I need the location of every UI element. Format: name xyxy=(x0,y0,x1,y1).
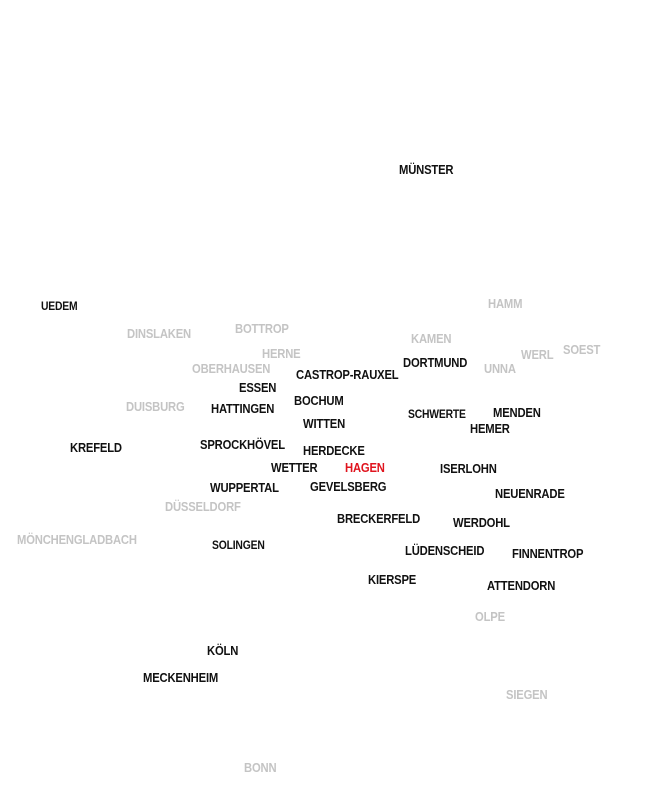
city-label-essen[interactable]: ESSEN xyxy=(239,381,277,395)
city-label-dortmund[interactable]: DORTMUND xyxy=(403,356,468,370)
city-label-castrop-rauxel[interactable]: CASTROP-RAUXEL xyxy=(296,368,399,382)
city-label-meckenheim[interactable]: MECKENHEIM xyxy=(143,671,219,685)
city-label-duisburg[interactable]: DUISBURG xyxy=(126,400,185,414)
city-label-hamm[interactable]: HAMM xyxy=(488,297,523,311)
city-label-kierspe[interactable]: KIERSPE xyxy=(368,573,417,587)
city-label-unna[interactable]: UNNA xyxy=(484,362,516,376)
city-label-werdohl[interactable]: WERDOHL xyxy=(453,516,510,530)
city-label-kamen[interactable]: KAMEN xyxy=(411,332,452,346)
city-label-witten[interactable]: WITTEN xyxy=(303,417,346,431)
city-label-wuppertal[interactable]: WUPPERTAL xyxy=(210,481,279,495)
city-label-werl[interactable]: WERL xyxy=(521,348,554,362)
city-label-finnentrop[interactable]: FINNENTROP xyxy=(512,547,584,561)
city-label-gevelsberg[interactable]: GEVELSBERG xyxy=(310,480,387,494)
city-label-bottrop[interactable]: BOTTROP xyxy=(235,322,289,336)
city-label-menden[interactable]: MENDEN xyxy=(493,406,541,420)
city-label-hattingen[interactable]: HATTINGEN xyxy=(211,402,275,416)
city-label-oberhausen[interactable]: OBERHAUSEN xyxy=(192,362,271,376)
city-label-bonn[interactable]: BONN xyxy=(244,761,277,775)
city-label-dinslaken[interactable]: DINSLAKEN xyxy=(127,327,192,341)
city-label-schwerte[interactable]: SCHWERTE xyxy=(408,409,466,421)
city-label-hemer[interactable]: HEMER xyxy=(470,422,510,436)
city-label-olpe[interactable]: OLPE xyxy=(475,610,505,624)
city-label-solingen[interactable]: SOLINGEN xyxy=(212,540,265,552)
city-label-herdecke[interactable]: HERDECKE xyxy=(303,444,365,458)
city-label-krefeld[interactable]: KREFELD xyxy=(70,441,122,455)
city-label-koeln[interactable]: KÖLN xyxy=(207,644,239,658)
city-label-bochum[interactable]: BOCHUM xyxy=(294,394,344,408)
city-label-duesseldorf[interactable]: DÜSSELDORF xyxy=(165,500,241,514)
city-label-moenchengladbach[interactable]: MÖNCHENGLADBACH xyxy=(17,533,137,547)
city-label-herne[interactable]: HERNE xyxy=(262,347,301,361)
city-label-uedem[interactable]: UEDEM xyxy=(41,301,78,313)
city-label-siegen[interactable]: SIEGEN xyxy=(506,688,548,702)
city-label-soest[interactable]: SOEST xyxy=(563,343,601,357)
city-label-muenster[interactable]: MÜNSTER xyxy=(399,163,454,177)
city-label-neuenrade[interactable]: NEUENRADE xyxy=(495,487,565,501)
city-label-breckerfeld[interactable]: BRECKERFELD xyxy=(337,512,421,526)
city-label-hagen[interactable]: HAGEN xyxy=(345,461,385,475)
city-label-wetter[interactable]: WETTER xyxy=(271,461,318,475)
city-label-iserlohn[interactable]: ISERLOHN xyxy=(440,462,497,476)
city-label-sprockhoevel[interactable]: SPROCKHÖVEL xyxy=(200,438,285,452)
city-label-luedenscheid[interactable]: LÜDENSCHEID xyxy=(405,544,485,558)
city-label-attendorn[interactable]: ATTENDORN xyxy=(487,579,556,593)
